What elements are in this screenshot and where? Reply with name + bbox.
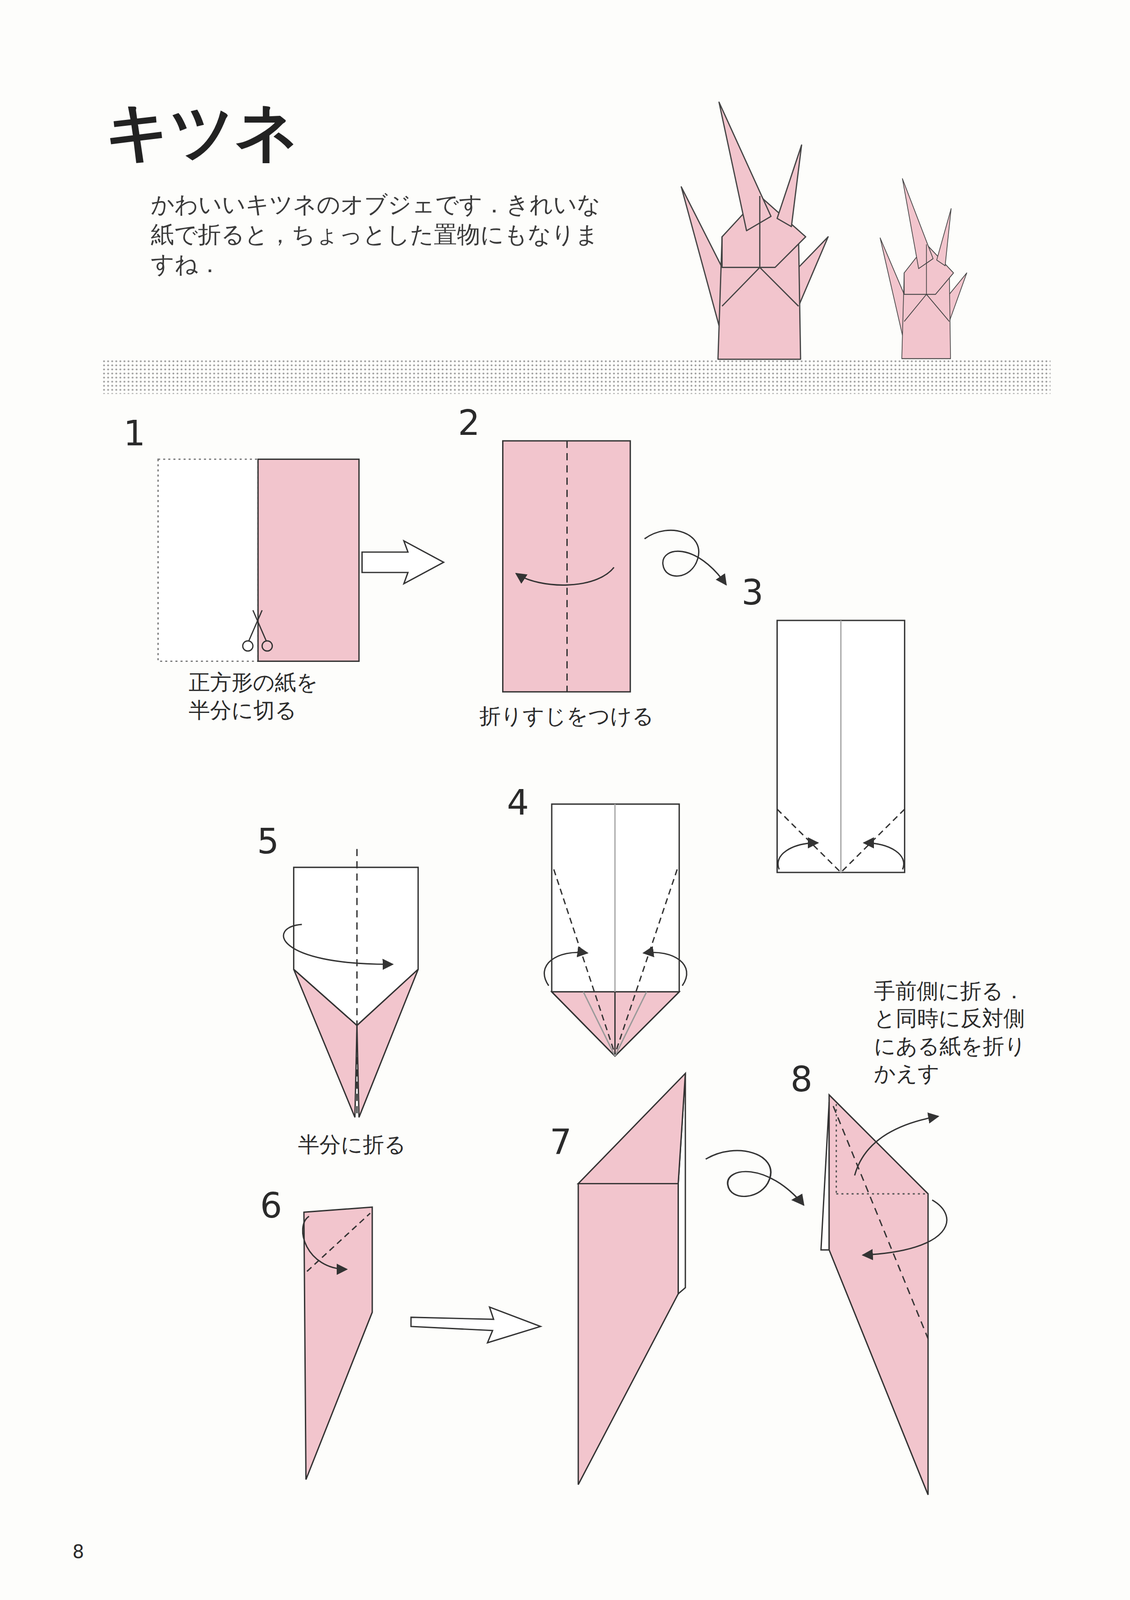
step-number: 2 — [457, 403, 480, 442]
fox-figures — [880, 178, 967, 359]
step-8 — [821, 1094, 947, 1495]
step-number: 3 — [741, 573, 764, 612]
instruction-note: 正方形の紙を 半分に切る — [188, 667, 330, 724]
step-2 — [502, 440, 726, 692]
step-7 — [578, 1183, 678, 1485]
instruction-note: 手前側に折る． と同時に反対側 にある紙を折り かえす — [873, 976, 1037, 1087]
step-5 — [283, 848, 419, 1117]
scissors-icon — [252, 610, 267, 641]
step-3 — [777, 842, 818, 869]
step-4 — [643, 951, 687, 986]
step-7 — [705, 1150, 804, 1205]
step-3 — [777, 620, 905, 873]
step-8 — [829, 1094, 929, 1495]
step-5 — [283, 924, 393, 964]
step-5 — [356, 848, 358, 1114]
page-number: 8 — [72, 1540, 85, 1562]
step-8 — [862, 1199, 947, 1255]
step-4 — [544, 951, 588, 986]
step-number: 5 — [256, 821, 279, 861]
step-8 — [836, 1192, 926, 1195]
step-2 — [566, 440, 568, 692]
step-8 — [833, 1105, 929, 1338]
dotted-band — [102, 359, 1051, 394]
instruction-note: 折りすじをつける — [479, 701, 654, 730]
page-title: キツネ — [105, 93, 300, 170]
step-6 — [410, 1306, 541, 1342]
scissors-icon — [242, 640, 253, 651]
step-1 — [158, 458, 444, 661]
step-number: 7 — [549, 1122, 572, 1161]
step-4 — [551, 803, 680, 1056]
description: かわいいキツネのオブジェです．きれいな 紙で折ると，ちょっとした置物にもなりま … — [150, 189, 611, 279]
step-4 — [615, 991, 647, 1056]
scissors-icon — [261, 640, 273, 651]
step-1 — [362, 540, 444, 584]
step-4 — [614, 803, 616, 992]
step-2 — [502, 440, 631, 692]
step-number: 6 — [260, 1186, 283, 1225]
step-5 — [356, 969, 418, 1118]
step-2 — [644, 529, 727, 585]
step-5 — [293, 969, 358, 1118]
step-number: 8 — [790, 1059, 813, 1099]
step-4 — [551, 991, 680, 1056]
step-6 — [303, 1206, 373, 1480]
step-2 — [516, 567, 615, 586]
step-3 — [777, 808, 905, 873]
step-4 — [614, 991, 616, 1056]
step-number: 1 — [123, 414, 146, 453]
step-3 — [863, 842, 904, 869]
step-6 — [302, 1215, 347, 1269]
scissors-icon — [242, 610, 273, 652]
step-4 — [615, 868, 678, 1054]
step-7 — [578, 1073, 804, 1485]
step-4 — [583, 991, 615, 1056]
step-8 — [854, 1115, 939, 1176]
step-4 — [553, 868, 615, 1054]
step-1 — [158, 458, 258, 661]
step-3 — [777, 620, 905, 873]
step-number: 4 — [506, 783, 529, 822]
step-7 — [578, 1073, 686, 1184]
instruction-note: 半分に折る — [297, 1130, 406, 1158]
fox-figures — [681, 102, 967, 360]
step-1 — [257, 458, 360, 661]
step-8 — [821, 1101, 830, 1250]
fox-figures — [681, 102, 828, 360]
step-8 — [835, 1103, 838, 1194]
step-6 — [302, 1206, 541, 1480]
step-6 — [307, 1212, 371, 1271]
step-3 — [840, 620, 842, 873]
step-4 — [544, 803, 688, 1056]
